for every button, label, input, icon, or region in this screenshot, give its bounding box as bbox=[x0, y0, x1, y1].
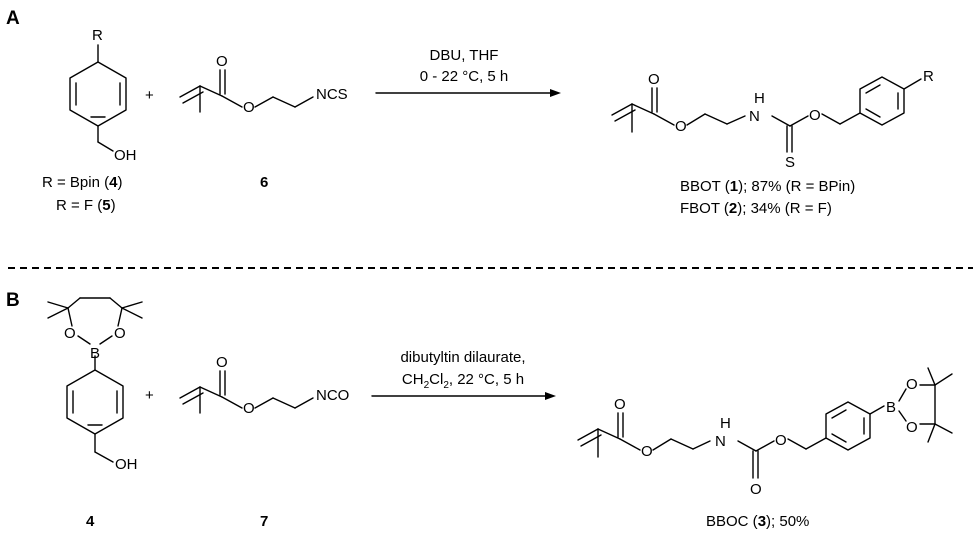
product-3-caption: BBOC (3); 50% bbox=[706, 513, 809, 530]
product-b-carbamate-o-label: O bbox=[750, 481, 762, 498]
hydroxyl-label-b: OH bbox=[115, 456, 138, 473]
product-b-n-label: N bbox=[715, 433, 726, 450]
plus-sign-b: + bbox=[145, 387, 154, 404]
ncs-label: NCS bbox=[316, 86, 348, 103]
reactant-7-structure: O O NCO bbox=[179, 354, 349, 417]
plus-sign-a: + bbox=[145, 87, 154, 104]
reactant-4-caption: R = Bpin (4) bbox=[42, 174, 122, 191]
conditions-a-line1: DBU, THF bbox=[430, 47, 499, 64]
hydroxyl-label: OH bbox=[114, 147, 137, 164]
product-b-boron-label: B bbox=[886, 399, 896, 416]
boronate-o2-label: O bbox=[114, 325, 126, 342]
product-b-ester-o-label: O bbox=[641, 443, 653, 460]
product-carbamate-structure: O O H N O O B O O bbox=[577, 367, 953, 498]
reaction-arrow-b bbox=[371, 392, 556, 400]
r-group-label: R bbox=[92, 27, 103, 44]
product-n-label: N bbox=[749, 108, 760, 125]
ester-o-label-b: O bbox=[243, 400, 255, 417]
product-b-carbonyl-o-label: O bbox=[614, 396, 626, 413]
reactant-7-caption: 7 bbox=[260, 513, 268, 530]
product-b-boronate-o1-label: O bbox=[906, 376, 918, 393]
product-ether-o-label: O bbox=[809, 107, 821, 124]
product-ester-o-label: O bbox=[675, 118, 687, 135]
ester-o-label: O bbox=[243, 99, 255, 116]
reactant-6-structure: O O NCS bbox=[179, 53, 348, 116]
conditions-b-line1: dibutyltin dilaurate, bbox=[400, 349, 525, 366]
product-thione-s-label: S bbox=[785, 154, 795, 171]
product-b-nh-h-label: H bbox=[720, 415, 731, 432]
reactant-4-structure: O O B OH bbox=[47, 297, 143, 473]
product-r-label: R bbox=[923, 68, 934, 85]
product-2-caption: FBOT (2); 34% (R = F) bbox=[680, 200, 832, 217]
product-b-ether-o-label: O bbox=[775, 432, 787, 449]
carbonyl-o-label-b: O bbox=[216, 354, 228, 371]
reactant-5-caption: R = F (5) bbox=[56, 197, 116, 214]
boron-label: B bbox=[90, 345, 100, 362]
panel-b-label: B bbox=[6, 290, 20, 311]
carbonyl-o-label: O bbox=[216, 53, 228, 70]
nco-label: NCO bbox=[316, 387, 349, 404]
reactant-6-caption: 6 bbox=[260, 174, 268, 191]
conditions-a-line2: 0 - 22 °C, 5 h bbox=[420, 68, 509, 85]
boronate-o1-label: O bbox=[64, 325, 76, 342]
product-carbonyl-o-label: O bbox=[648, 71, 660, 88]
panel-a-label: A bbox=[6, 8, 20, 29]
product-nh-h-label: H bbox=[754, 90, 765, 107]
product-thiocarbamate-structure: O O H N S O R bbox=[611, 68, 934, 171]
reactant-benzyl-alcohol-a: R OH bbox=[69, 27, 137, 164]
product-1-caption: BBOT (1); 87% (R = BPin) bbox=[680, 178, 855, 195]
product-b-boronate-o2-label: O bbox=[906, 419, 918, 436]
conditions-b-line2: CH2Cl2, 22 °C, 5 h bbox=[402, 371, 524, 391]
reaction-arrow-a bbox=[375, 89, 561, 97]
reactant-4-caption-b: 4 bbox=[86, 513, 95, 530]
